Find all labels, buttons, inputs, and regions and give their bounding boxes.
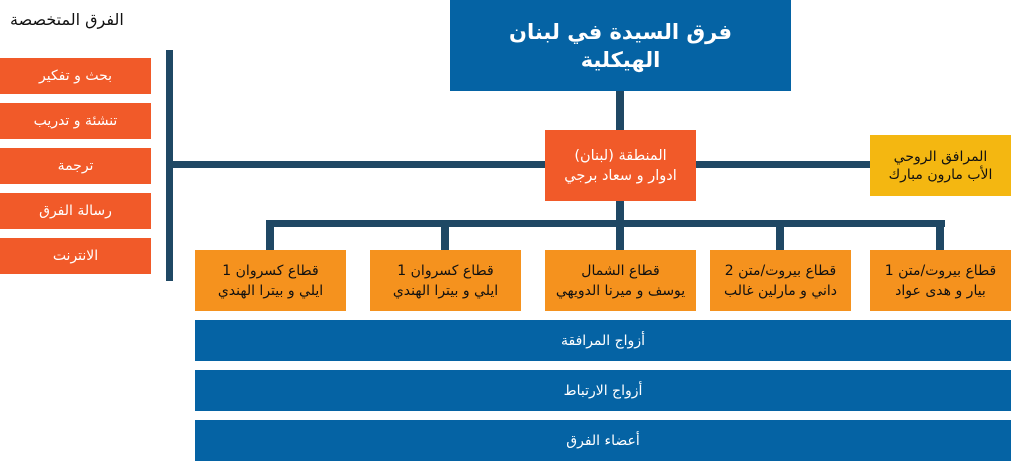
sector-name: قطاع كسروان 1 bbox=[222, 262, 319, 279]
spiritual-advisor-name: الأب مارون مبارك bbox=[888, 166, 993, 183]
spiritual-advisor-box: المرافق الروحي الأب مارون مبارك bbox=[870, 135, 1011, 196]
sector-leaders: ايلي و بيترا الهندي bbox=[392, 282, 499, 299]
region-leaders: ادوار و سعاد برجي bbox=[564, 167, 677, 184]
org-title: فرق السيدة في لبنان bbox=[509, 19, 732, 44]
sector-name: قطاع بيروت/متن 2 bbox=[724, 262, 837, 279]
specialized-item: تنشئة و تدريب bbox=[0, 103, 151, 139]
connector-region-spiritual bbox=[695, 161, 871, 168]
specialized-teams-heading: الفرق المتخصصة bbox=[10, 10, 124, 29]
sector-leaders: يوسف و ميرنا الدويهي bbox=[555, 282, 686, 299]
specialized-item: رسالة الفرق bbox=[0, 193, 151, 229]
sector-box: قطاع الشمال يوسف و ميرنا الدويهي bbox=[545, 250, 696, 311]
region-name: المنطقة (لبنان) bbox=[574, 147, 667, 164]
connector-sector-3 bbox=[616, 220, 624, 251]
sector-box: قطاع بيروت/متن 2 داني و مارلين غالب bbox=[710, 250, 851, 311]
spiritual-advisor-role: المرافق الروحي bbox=[893, 148, 988, 165]
sector-name: قطاع بيروت/متن 1 bbox=[884, 262, 997, 279]
sector-leaders: ايلي و بيترا الهندي bbox=[217, 282, 324, 299]
connector-sectors-horizontal bbox=[266, 220, 945, 227]
team-members-bar: أعضاء الفرق bbox=[195, 420, 1011, 461]
sector-name: قطاع كسروان 1 bbox=[397, 262, 494, 279]
specialized-item: بحث و تفكير bbox=[0, 58, 151, 94]
org-subtitle: الهيكلية bbox=[580, 47, 661, 72]
connector-sector-2 bbox=[441, 220, 449, 251]
specialized-item: الانترنت bbox=[0, 238, 151, 274]
sector-leaders: داني و مارلين غالب bbox=[723, 282, 838, 299]
connector-sector-1 bbox=[266, 220, 274, 251]
connector-title-region bbox=[616, 90, 624, 132]
liaison-couples-bar: أزواج الارتباط bbox=[195, 370, 1011, 411]
accompanying-couples-bar: أزواج المرافقة bbox=[195, 320, 1011, 361]
connector-region-down bbox=[616, 200, 624, 222]
connector-vertical-left bbox=[166, 50, 173, 281]
specialized-item: ترجمة bbox=[0, 148, 151, 184]
sector-box: قطاع بيروت/متن 1 بيار و هدى عواد bbox=[870, 250, 1011, 311]
sector-leaders: بيار و هدى عواد bbox=[895, 282, 986, 299]
connector-horizontal-main bbox=[166, 161, 546, 168]
sector-name: قطاع الشمال bbox=[581, 262, 660, 279]
org-title-box: فرق السيدة في لبنان الهيكلية bbox=[450, 0, 791, 91]
sector-box: قطاع كسروان 1 ايلي و بيترا الهندي bbox=[370, 250, 521, 311]
sector-box: قطاع كسروان 1 ايلي و بيترا الهندي bbox=[195, 250, 346, 311]
connector-sector-4 bbox=[776, 220, 784, 251]
connector-sector-5 bbox=[936, 220, 944, 251]
region-box: المنطقة (لبنان) ادوار و سعاد برجي bbox=[545, 130, 696, 201]
